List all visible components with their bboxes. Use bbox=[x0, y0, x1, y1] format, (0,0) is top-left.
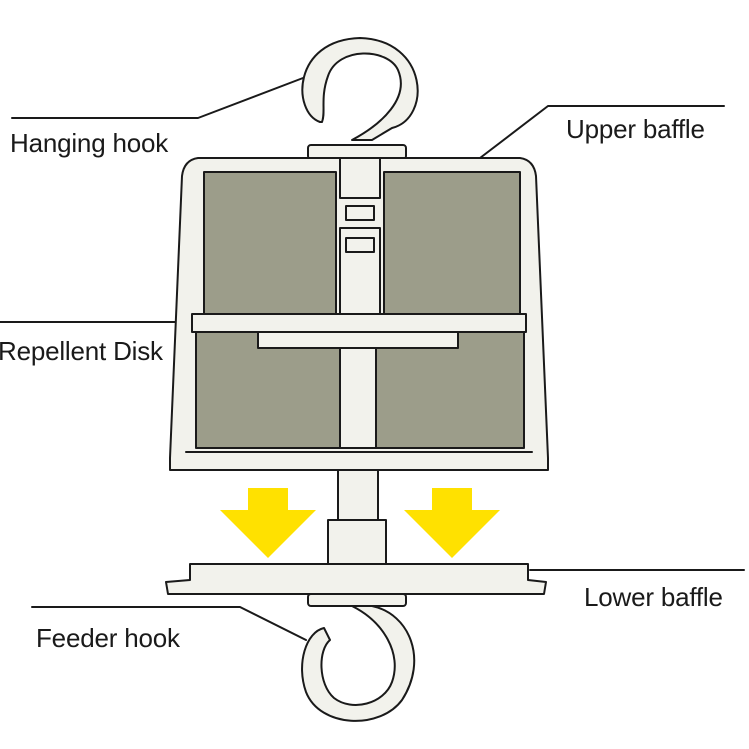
hanging-hook-outer bbox=[301, 37, 419, 141]
lower-baffle-plate bbox=[165, 563, 547, 595]
label-feeder-hook: Feeder hook bbox=[36, 623, 180, 653]
leader-upper-baffle bbox=[479, 105, 725, 159]
upper-panel-left bbox=[203, 171, 337, 317]
leader-feeder-hook bbox=[31, 606, 307, 641]
label-hanging-hook: Hanging hook bbox=[10, 128, 169, 158]
hanging-hook-collar bbox=[307, 144, 407, 160]
upper-panel-right bbox=[383, 171, 521, 317]
lower-baffle bbox=[165, 563, 547, 607]
center-shaft-lower bbox=[339, 347, 377, 449]
shaft-window-1 bbox=[345, 205, 375, 221]
shaft-window-2 bbox=[345, 237, 375, 253]
lower-panel-right bbox=[375, 331, 525, 449]
feeder-hook-outer bbox=[301, 605, 416, 722]
feeder-hook bbox=[301, 605, 416, 722]
lower-panel-left bbox=[195, 331, 341, 449]
repellent-disk-plate bbox=[191, 313, 527, 333]
shaft-segment-top bbox=[339, 157, 381, 199]
center-rod-sleeve bbox=[327, 519, 387, 565]
repellent-disk bbox=[191, 313, 527, 449]
leader-lines bbox=[0, 77, 745, 641]
down-arrow-right bbox=[404, 488, 500, 558]
lower-baffle-collar bbox=[307, 593, 407, 607]
label-upper-baffle: Upper baffle bbox=[566, 114, 705, 144]
hanging-hook bbox=[301, 37, 419, 160]
center-rod bbox=[327, 469, 387, 565]
down-arrow-left bbox=[220, 488, 316, 558]
label-lower-baffle: Lower baffle bbox=[584, 582, 723, 612]
repellent-disk-hub bbox=[257, 331, 459, 349]
arrows bbox=[220, 488, 500, 558]
leader-hanging-hook bbox=[11, 77, 304, 119]
label-repellent-disk: Repellent Disk bbox=[0, 336, 163, 366]
center-rod-upper bbox=[337, 469, 379, 521]
